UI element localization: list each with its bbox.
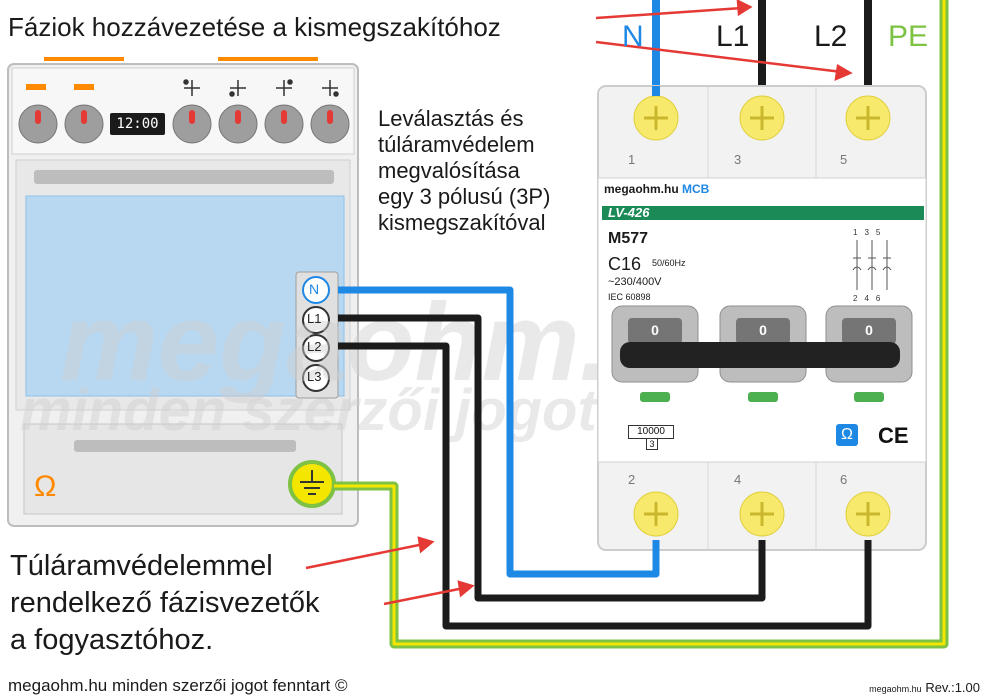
bottom-description: Túláramvédelemmel rendelkező fázisvezető… <box>10 548 320 659</box>
schematic-top-numbers: 135 <box>853 228 888 237</box>
bus-bars <box>652 0 949 640</box>
footer-revision: megaohm.hu Rev.:1.00 <box>869 680 980 695</box>
handle-state: 0 <box>865 322 873 338</box>
page-title: Fáziok hozzávezetése a kismegszakítóhoz <box>8 12 501 42</box>
footer-site: megaohm.hu <box>869 684 922 694</box>
bottom-screws <box>633 491 891 537</box>
wire-l1 <box>338 314 766 602</box>
bus-label-l2: L2 <box>814 20 848 53</box>
breaker-logo: Ω <box>836 424 858 446</box>
stove-terminal-n: N <box>309 281 320 297</box>
brand-suffix: MCB <box>682 182 710 196</box>
ce-mark: CE <box>878 423 909 448</box>
status-window <box>854 392 884 402</box>
terminal-number: 1 <box>628 152 636 167</box>
breaker-rating: C16 <box>608 254 642 274</box>
description-line: túláramvédelem <box>378 132 535 157</box>
brand-name: megaohm.hu <box>604 182 679 196</box>
breaker-capacity-class: 3 <box>646 438 658 450</box>
breaker-code: M577 <box>608 230 649 247</box>
breaker-schematic <box>852 240 892 290</box>
description: Leválasztás és túláramvédelem megvalósít… <box>378 106 598 236</box>
breaker-brand: megaohm.hu MCB <box>604 182 709 196</box>
bottom-line: Túláramvédelemmel <box>10 550 273 582</box>
stove-terminal-l3: L3 <box>307 369 322 384</box>
breaker-standard: IEC 60898 <box>608 292 651 302</box>
breaker-voltage: ~230/400V <box>608 276 662 288</box>
footer-copyright: megaohm.hu minden szerzői jogot fenntart… <box>8 676 348 695</box>
description-line: kismegszakítóval <box>378 210 546 235</box>
stove-clock: 12:00 <box>110 113 165 135</box>
oven-window <box>25 195 345 397</box>
wires <box>334 86 949 649</box>
terminal-number: 4 <box>734 472 742 487</box>
bus-label-n: N <box>622 20 644 53</box>
knobs <box>18 104 350 144</box>
panel-accent <box>218 57 318 61</box>
terminal-number: 3 <box>734 152 742 167</box>
wire-n <box>338 286 660 578</box>
terminal-number: 6 <box>840 472 848 487</box>
stove <box>7 57 359 527</box>
bottom-line: a fogyasztóhoz. <box>10 624 214 656</box>
bus-label-pe: PE <box>888 20 929 53</box>
handle-state: 0 <box>759 322 767 338</box>
stove-terminal-l1: L1 <box>307 311 322 326</box>
breaker-frequency: 50/60Hz <box>652 258 686 268</box>
stove-terminal-l2: L2 <box>307 339 322 354</box>
description-line: Leválasztás és <box>378 106 524 131</box>
indicator-light <box>74 84 94 90</box>
drawer <box>23 423 343 515</box>
breaker <box>597 85 927 551</box>
drawer-handle <box>74 440 296 452</box>
breaker-handles <box>611 305 913 383</box>
indicator-light <box>26 84 46 90</box>
panel-accent <box>44 57 124 61</box>
status-window <box>748 392 778 402</box>
description-line: egy 3 pólusú (3P) <box>378 184 551 209</box>
terminal-number: 2 <box>628 472 636 487</box>
bottom-line: rendelkező fázisvezetők <box>10 587 320 619</box>
model-bar: LV-426 <box>602 205 924 220</box>
revision: Rev.:1.00 <box>925 680 980 695</box>
top-screws <box>633 95 891 141</box>
omega-icon: Ω <box>34 470 57 503</box>
breaker-capacity: 10000 <box>628 425 674 439</box>
wire-l2 <box>338 342 872 630</box>
ground-icon <box>288 460 336 508</box>
burner-symbols <box>183 79 339 97</box>
oven-handle <box>34 170 334 184</box>
breaker-model: LV-426 <box>608 205 650 220</box>
handle-state: 0 <box>651 322 659 338</box>
schematic-bottom-numbers: 246 <box>853 294 888 303</box>
annotation-arrows <box>305 0 853 606</box>
status-window <box>640 392 670 402</box>
handle-tie-bar <box>620 342 900 368</box>
ground-symbol <box>300 470 324 495</box>
bus-label-l1: L1 <box>716 20 750 53</box>
terminal-number: 5 <box>840 152 848 167</box>
description-line: megvalósítása <box>378 158 520 183</box>
